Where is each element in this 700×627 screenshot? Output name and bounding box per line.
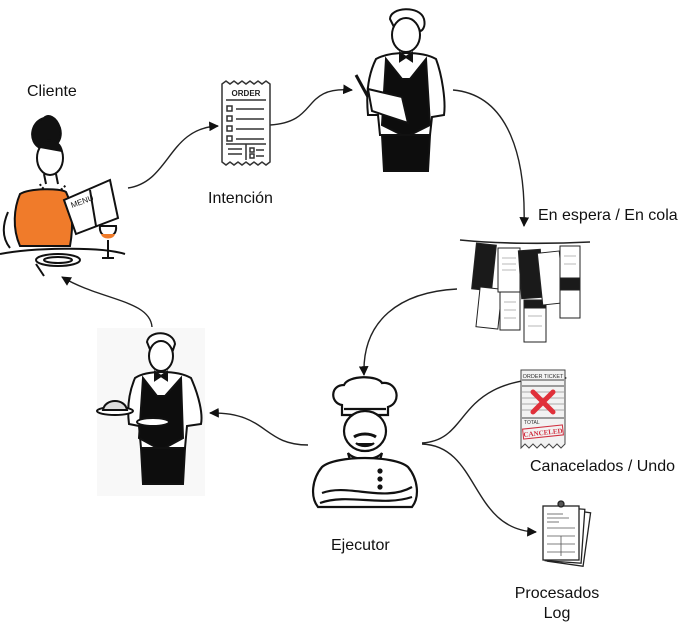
canceled-ticket-icon: ORDER TICKET TOTAL CANCELED — [520, 369, 566, 450]
canceled-ticket-header: ORDER TICKET — [523, 374, 564, 380]
arrow-mesero-to-espera — [452, 89, 530, 227]
arrow-ejecutor-to-procesados — [421, 443, 537, 537]
cancel-x-icon — [530, 389, 556, 415]
order-ticket-icon: ORDER — [221, 80, 271, 166]
node-label-procesados: Procesados Log — [505, 584, 609, 624]
node-label-intencion: Intención — [208, 190, 273, 207]
node-label-cancelados: Canacelados / Undo — [530, 458, 675, 475]
arrow-ejecutor-to-mesero-sirviendo — [209, 407, 309, 446]
node-label-cliente: Cliente — [27, 83, 77, 100]
node-label-en-espera: En espera / En cola — [538, 207, 678, 224]
node-label-ejecutor: Ejecutor — [331, 537, 390, 554]
arrow-cliente-to-intencion — [127, 121, 219, 189]
order-ticket-text: ORDER — [232, 89, 261, 98]
arrow-espera-to-ejecutor — [358, 288, 458, 376]
node-label-procesados-line2: Log — [543, 605, 571, 622]
node-label-procesados-line1: Procesados — [514, 585, 600, 602]
arrow-mesero-sirviendo-to-cliente — [61, 276, 153, 328]
hanging-order-tickets-icon — [459, 239, 591, 343]
chef-icon — [312, 376, 418, 509]
canceled-ticket-total: TOTAL — [524, 420, 540, 426]
arrow-intencion-to-mesero — [269, 84, 353, 126]
waiter-taking-order-icon — [354, 8, 446, 172]
woman-reading-menu-icon: MENU — [0, 115, 126, 277]
waiter-serving-food-icon — [96, 328, 205, 496]
stacked-receipts-icon — [542, 500, 592, 567]
